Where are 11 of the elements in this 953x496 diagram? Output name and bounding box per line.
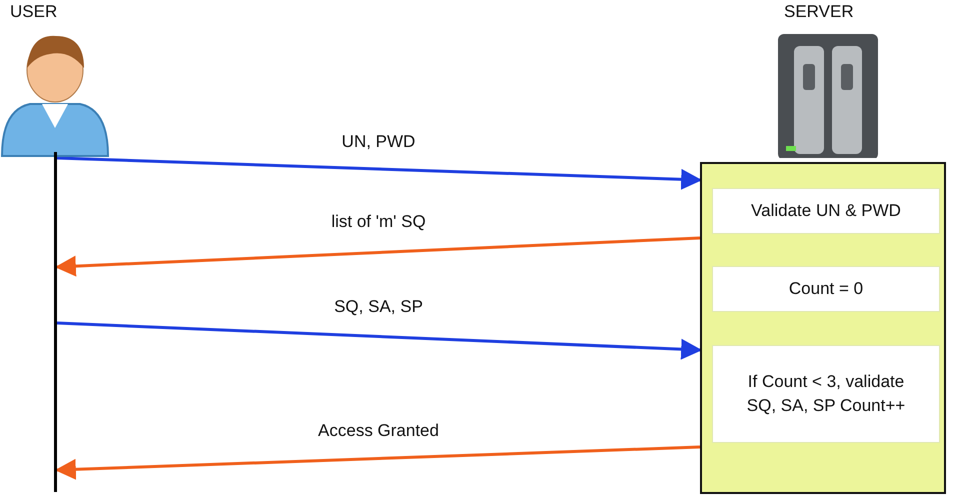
- process-box: If Count < 3, validate SQ, SA, SP Count++: [712, 345, 940, 443]
- arrow: [54, 446, 700, 480]
- process-box: Count = 0: [712, 266, 940, 312]
- arrow: [54, 236, 700, 277]
- lifeline: [54, 152, 57, 492]
- arrow: [56, 322, 702, 360]
- activation-box: [700, 162, 946, 494]
- actor-label: USER: [10, 2, 58, 22]
- process-box: Validate UN & PWD: [712, 188, 940, 234]
- arrow: [56, 156, 702, 190]
- actor-label: SERVER: [784, 2, 854, 22]
